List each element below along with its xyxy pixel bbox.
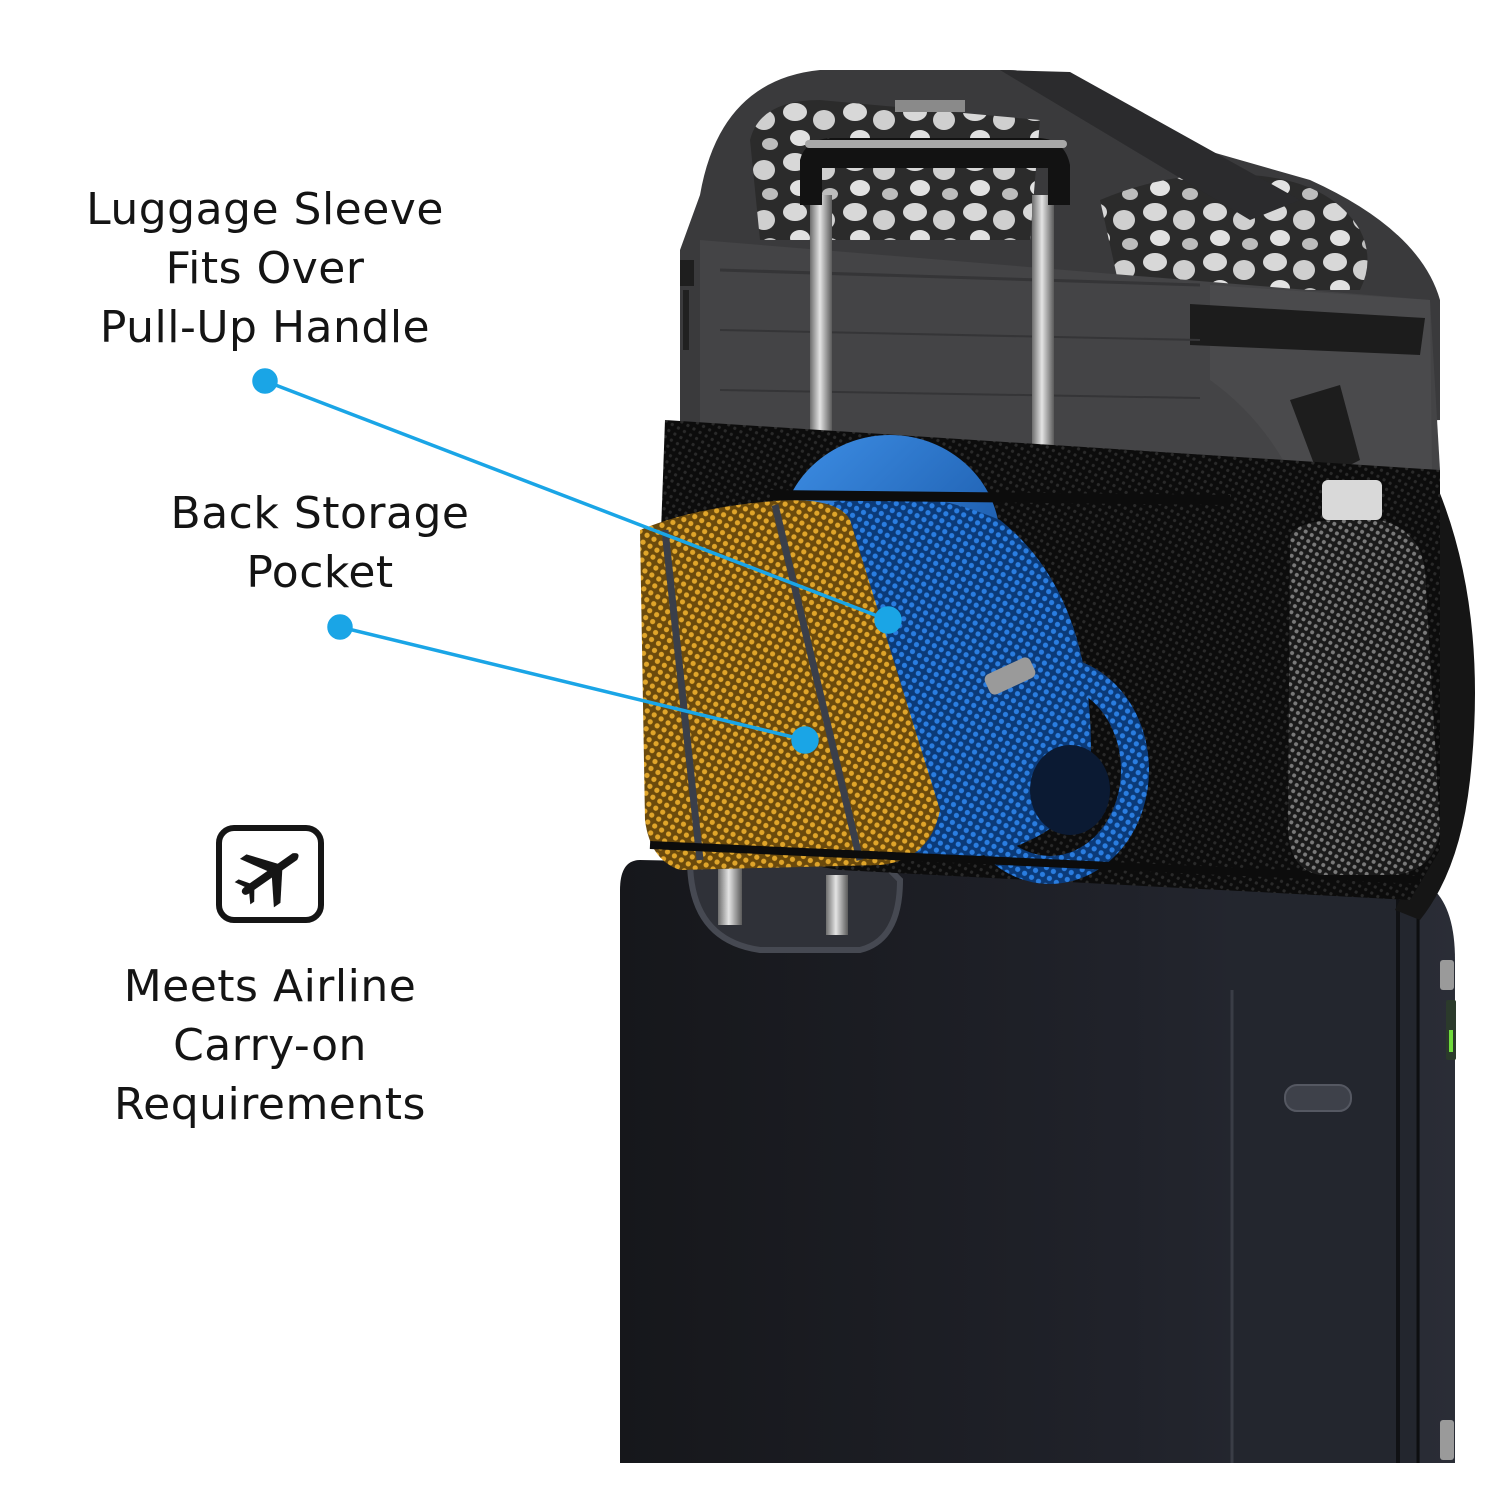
back-storage-pocket	[640, 420, 1440, 900]
callout-line: Carry-on	[173, 1020, 367, 1071]
callout-line: Pull-Up Handle	[99, 302, 431, 353]
callout-line: Fits Over	[165, 243, 365, 294]
callout-line: Pocket	[246, 547, 394, 598]
callout-line: Back Storage	[170, 488, 470, 539]
airline-carry-on-callout: Meets Airline Carry-on Requirements	[50, 957, 490, 1134]
airplane-icon	[216, 825, 324, 923]
callout-line: Requirements	[114, 1079, 426, 1130]
suitcase	[620, 855, 1456, 1463]
back-storage-pocket-callout: Back Storage Pocket	[120, 484, 520, 602]
luggage-sleeve-callout: Luggage Sleeve Fits Over Pull-Up Handle	[30, 180, 500, 357]
callout-line: Luggage Sleeve	[86, 184, 444, 235]
callout-line: Meets Airline	[123, 961, 417, 1012]
